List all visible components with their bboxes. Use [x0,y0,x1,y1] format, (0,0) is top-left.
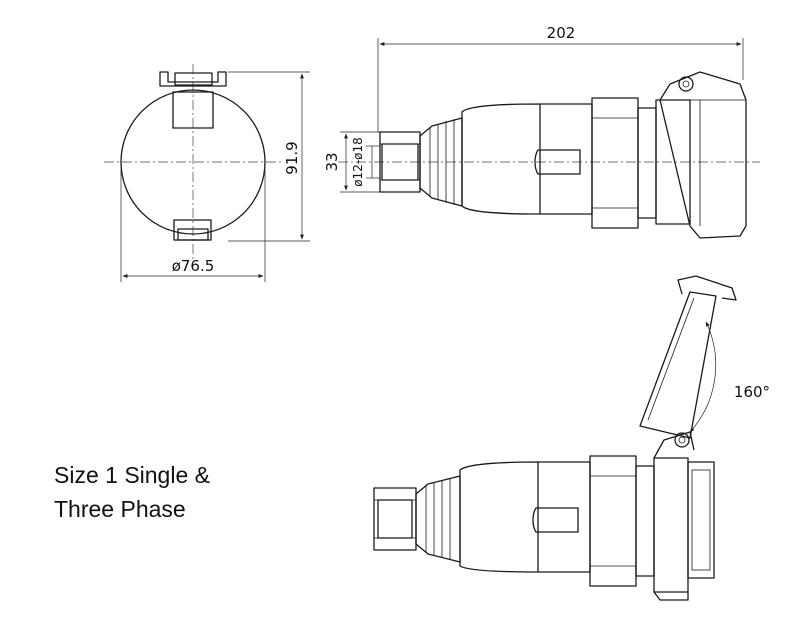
side-view-closed: 202 33 ø12-ø18 [323,24,760,239]
front-height-label: 91.9 [283,141,301,174]
product-caption: Size 1 Single & Three Phase [54,458,314,526]
front-diameter-label: ø76.5 [172,257,215,275]
front-view: 91.9 ø76.5 [104,64,310,282]
caption-line-2: Three Phase [54,496,186,522]
cable-range-label: ø12-ø18 [351,137,365,187]
gland-height-label: 33 [323,152,341,171]
overall-length-label: 202 [547,24,576,42]
side-view-open: 160° [373,275,770,601]
caption-line-1: Size 1 Single & [54,462,210,488]
lid-angle-label: 160° [734,383,770,401]
